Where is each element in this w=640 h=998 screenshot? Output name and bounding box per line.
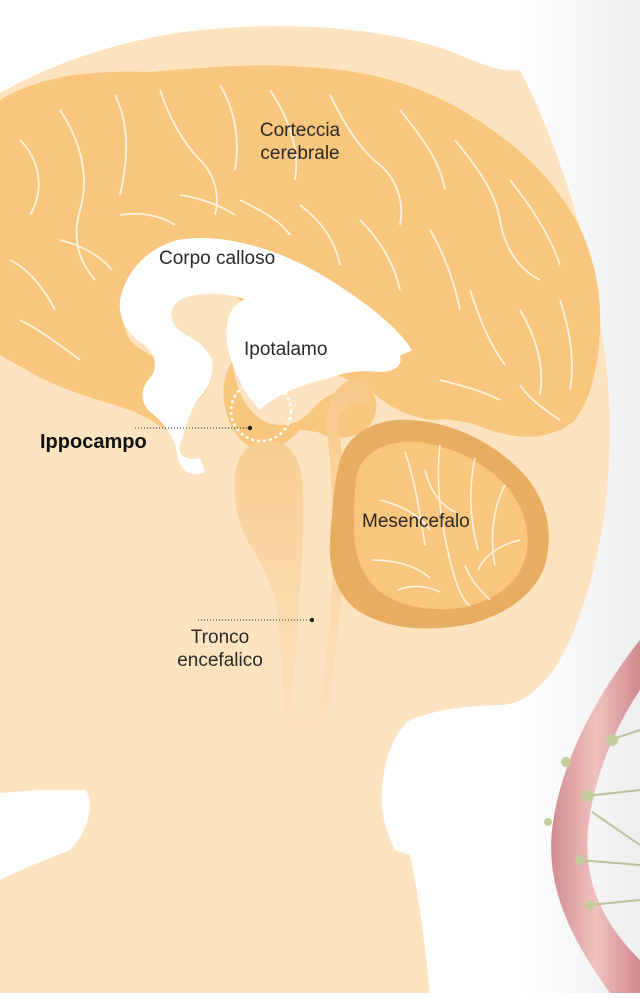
label-cerebellum: Mesencefalo — [362, 510, 470, 533]
label-cortex-line2: cerebrale — [245, 142, 355, 165]
brainstem-pointer-dot — [310, 618, 314, 622]
label-brainstem: Tronco encefalico — [160, 626, 280, 672]
label-brainstem-line1: Tronco — [160, 626, 280, 649]
label-corpus-callosum: Corpo calloso — [159, 247, 275, 270]
label-hypothalamus: Ipotalamo — [244, 338, 327, 361]
label-hippocampus: Ippocampo — [40, 431, 147, 454]
label-cortex-line1: Corteccia — [245, 119, 355, 142]
label-cortex: Corteccia cerebrale — [245, 119, 355, 165]
hippocampus-pointer-dot — [248, 426, 252, 430]
label-brainstem-line2: encefalico — [160, 649, 280, 672]
